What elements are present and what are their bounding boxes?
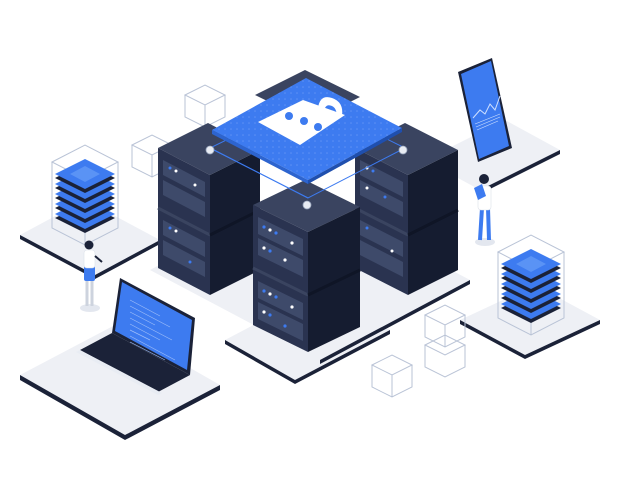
- smartphone: [458, 58, 512, 162]
- wireframe-cube: [183, 84, 227, 128]
- padlock-icon: [258, 97, 345, 145]
- server-panel: [258, 217, 303, 341]
- platform-laptop: [20, 325, 220, 440]
- server-panel: [163, 160, 205, 277]
- person-man: [474, 174, 495, 246]
- security-lock-platform: [205, 78, 408, 210]
- platform-left: [20, 200, 160, 279]
- data-stack-right: [496, 234, 566, 336]
- server-panel: [360, 160, 403, 277]
- wireframe-cube: [423, 304, 467, 378]
- code-lines: [129, 299, 176, 361]
- person-woman: [80, 240, 103, 312]
- data-stack-left: [50, 144, 120, 246]
- laptop: [76, 278, 195, 395]
- wireframe-cube: [370, 354, 414, 398]
- chart-line-icon: [472, 95, 501, 131]
